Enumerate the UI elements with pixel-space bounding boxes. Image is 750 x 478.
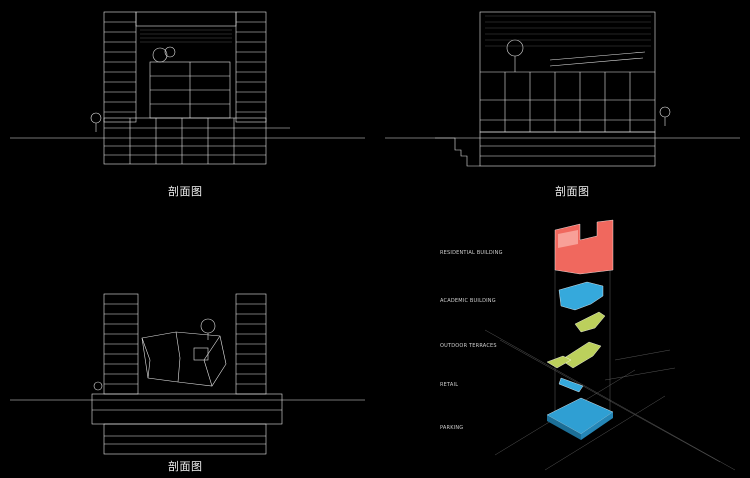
residential-building-layer — [554, 219, 614, 275]
axonometric-drawing — [484, 219, 736, 471]
retail-layer — [558, 377, 584, 393]
section-3-caption: 剖面图 — [168, 460, 203, 473]
section-drawing-3 — [0, 240, 375, 460]
parking-layer — [546, 397, 614, 440]
section-1-caption: 剖面图 — [168, 185, 203, 198]
layer-label-parking: PARKING — [440, 425, 464, 431]
section-drawing-2 — [375, 0, 750, 200]
layer-label-academic: ACADEMIC BUILDING — [440, 298, 496, 304]
layer-label-outdoor-terraces: OUTDOOR TERRACES — [440, 343, 497, 349]
section-drawing-1 — [0, 0, 375, 200]
exploded-axonometric: RESIDENTIAL BUILDING ACADEMIC BUILDING O… — [375, 200, 750, 478]
section-2-caption: 剖面图 — [555, 185, 590, 198]
layer-label-retail: RETAIL — [440, 382, 459, 388]
academic-building-layer — [558, 281, 604, 311]
layer-label-residential: RESIDENTIAL BUILDING — [440, 250, 503, 256]
section-2-lines — [385, 11, 740, 167]
section-3-lines — [10, 293, 365, 455]
outdoor-terraces-layer — [546, 311, 606, 369]
section-1-lines — [10, 11, 365, 165]
